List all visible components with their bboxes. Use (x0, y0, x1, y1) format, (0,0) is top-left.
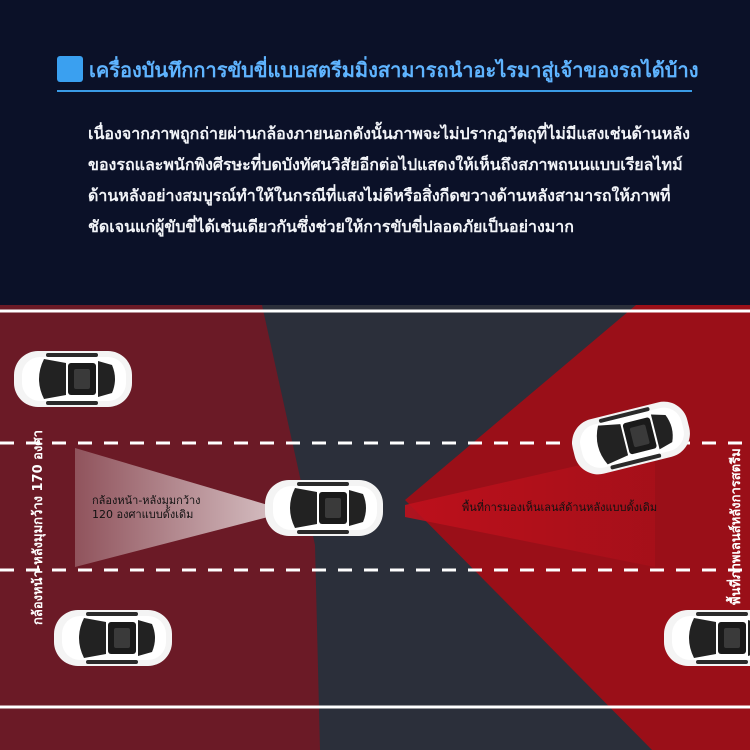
title-row: เครื่องบันทึกการขับขี่แบบสตรีมมิ่งสามารถ… (57, 52, 698, 92)
main-car (265, 480, 383, 536)
header-section: เครื่องบันทึกการขับขี่แบบสตรีมมิ่งสามารถ… (0, 0, 750, 300)
page-title: เครื่องบันทึกการขับขี่แบบสตรีมมิ่งสามารถ… (89, 58, 699, 82)
car-bottom-left (54, 610, 172, 666)
title-square-icon (57, 56, 83, 82)
traditional-cone-label-line2: 120 องศาแบบดั้งเดิม (92, 508, 194, 521)
rear-view-label: พื้นที่การมองเห็นเลนส์ด้านหลังแบบดั้งเดิ… (462, 501, 658, 514)
traditional-cone-label-line1: กล้องหน้า-หลังมุมกว้าง (92, 494, 201, 507)
road-illustration (0, 305, 750, 750)
description-paragraph: เนื่องจากภาพถูกถ่ายผ่านกล้องภายนอกดังนั้… (88, 124, 690, 236)
traditional-rear-cone (405, 448, 655, 567)
car-bottom-right (664, 610, 750, 666)
traditional-front-cone (75, 448, 268, 567)
left-vertical-label: กล้องหน้า-หลังมุมกว้าง 170 องศา (31, 430, 46, 625)
road-scene: กล้องหน้า-หลังมุมกว้าง 120 องศาแบบดั้งเด… (0, 305, 750, 750)
right-vertical-label: พื้นที่ภาพเลนส์หลังการสตรีม (729, 448, 744, 605)
car-top-left (14, 351, 132, 407)
